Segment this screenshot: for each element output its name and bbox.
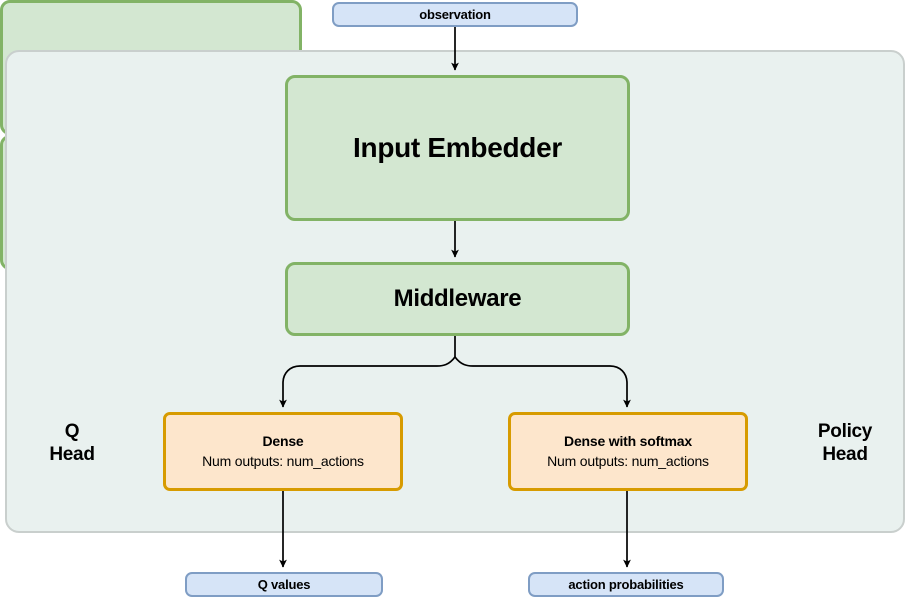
policy-head-dense-layer[interactable]: Dense with softmax Num outputs: num_acti… (508, 412, 748, 491)
middleware-node[interactable]: Middleware (285, 262, 630, 336)
q-head-dense-layer[interactable]: Dense Num outputs: num_actions (163, 412, 403, 491)
action-probabilities-node[interactable]: action probabilities (528, 572, 724, 597)
middleware-label: Middleware (393, 285, 522, 312)
q-head-label-line2: Head (49, 444, 95, 466)
observation-label: observation (419, 7, 491, 22)
action-probabilities-label: action probabilities (568, 577, 684, 592)
q-values-node[interactable]: Q values (185, 572, 383, 597)
observation-node[interactable]: observation (332, 2, 578, 27)
input-embedder-node[interactable]: Input Embedder (285, 75, 630, 221)
policy-head-label: Policy Head (790, 420, 900, 466)
q-head-label: Q Head (24, 420, 120, 466)
q-head-label-line1: Q (64, 421, 80, 442)
q-values-label: Q values (257, 577, 311, 592)
policy-head-label-line2: Head (822, 444, 868, 466)
input-embedder-label: Input Embedder (353, 132, 562, 163)
q-head-dense-title: Dense (262, 432, 304, 449)
policy-head-label-line1: Policy (817, 421, 873, 442)
q-head-dense-subtitle: Num outputs: num_actions (202, 452, 364, 469)
policy-head-dense-subtitle: Num outputs: num_actions (547, 452, 709, 469)
policy-head-dense-title: Dense with softmax (564, 432, 692, 449)
